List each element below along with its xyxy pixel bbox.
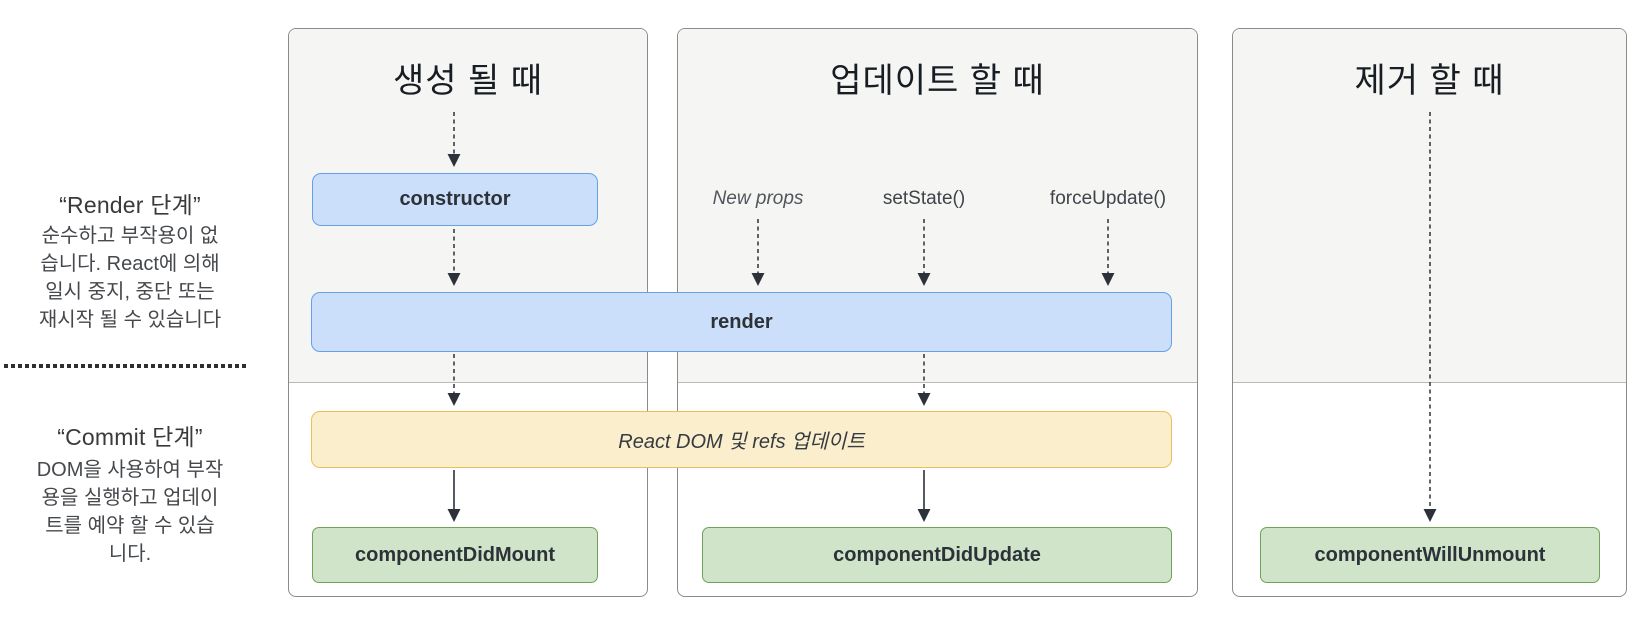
column-unmount: 제거 할 때 xyxy=(1232,28,1627,597)
trigger-new-props: New props xyxy=(712,188,804,209)
phase-divider-dotted-line xyxy=(4,364,246,368)
component-will-unmount-box[interactable]: componentWillUnmount xyxy=(1260,527,1600,583)
trigger-set-state: setState() xyxy=(882,188,966,209)
render-phase-description: 순수하고 부작용이 없 습니다. React에 의해 일시 중지, 중단 또는 … xyxy=(38,225,222,331)
trigger-force-update: forceUpdate() xyxy=(1049,188,1167,209)
component-did-update-box[interactable]: componentDidUpdate xyxy=(702,527,1172,583)
constructor-label: constructor xyxy=(399,188,511,210)
render-box[interactable]: render xyxy=(311,292,1172,352)
constructor-box[interactable]: constructor xyxy=(312,173,598,226)
react-dom-refs-update-label: React DOM 및 refs 업데이트 xyxy=(618,431,865,453)
column-update-title: 업데이트 할 때 xyxy=(830,62,1045,100)
component-did-mount-label: componentDidMount xyxy=(355,543,555,566)
component-will-unmount-label: componentWillUnmount xyxy=(1314,543,1546,566)
render-label: render xyxy=(710,310,773,333)
component-did-update-label: componentDidUpdate xyxy=(833,543,1041,566)
commit-phase-title: “Commit 단계” xyxy=(57,424,203,450)
column-mount-title: 생성 될 때 xyxy=(392,62,543,100)
commit-phase-description: DOM을 사용하여 부작 용을 실행하고 업데이 트를 예약 할 수 있습 니다… xyxy=(36,459,224,565)
column-unmount-title: 제거 할 때 xyxy=(1354,62,1505,100)
component-did-mount-box[interactable]: componentDidMount xyxy=(312,527,598,583)
react-dom-refs-update-box: React DOM 및 refs 업데이트 xyxy=(311,411,1172,468)
render-phase-title: “Render 단계” xyxy=(59,192,201,218)
